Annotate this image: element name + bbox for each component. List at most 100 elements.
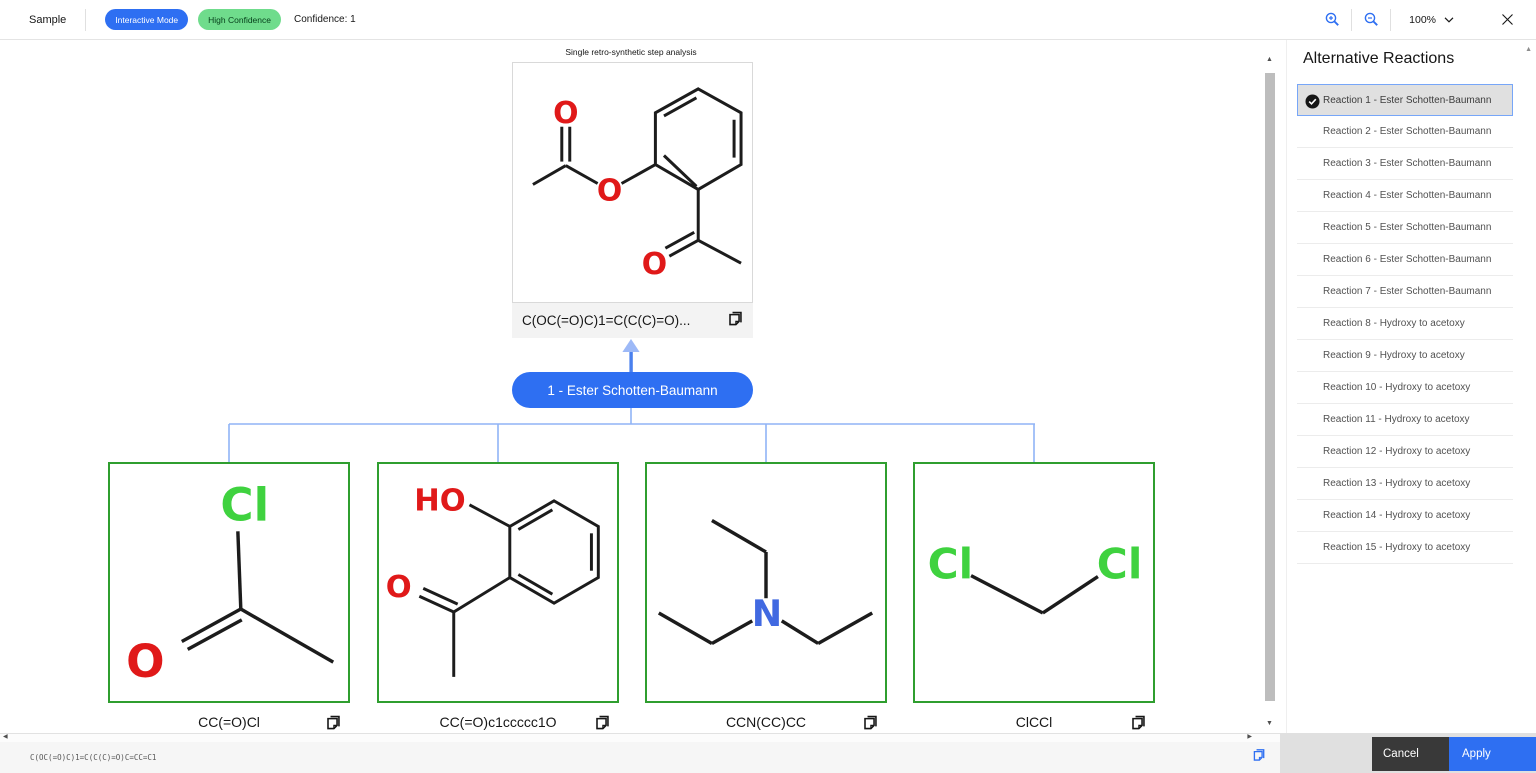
atom-label-oxygen: O (642, 247, 667, 282)
reaction-option-label: Reaction 11 - Hydroxy to acetoxy (1323, 414, 1470, 425)
reactant-smiles: ClCCl (1015, 714, 1053, 730)
divider (85, 8, 87, 31)
project-title: Sample (29, 13, 67, 26)
reactant-smiles-row: CC(=O)Cl (108, 709, 350, 735)
reactant-smiles-row: CC(=O)c1ccccc1O (377, 709, 619, 735)
reaction-option-14[interactable]: Reaction 14 - Hydroxy to acetoxy (1297, 500, 1513, 532)
reactant-molecule-3[interactable]: N (645, 462, 887, 703)
reaction-option-label: Reaction 13 - Hydroxy to acetoxy (1323, 478, 1471, 489)
canvas-vertical-scrollbar[interactable]: ▲ ▼ (1262, 40, 1278, 733)
reaction-option-6[interactable]: Reaction 6 - Ester Schotten-Baumann (1297, 244, 1513, 276)
copy-icon (729, 311, 742, 326)
reaction-option-label: Reaction 9 - Hydroxy to acetoxy (1323, 350, 1465, 361)
reaction-option-13[interactable]: Reaction 13 - Hydroxy to acetoxy (1297, 468, 1513, 500)
reaction-tree-connector (228, 408, 1035, 462)
reaction-option-label: Reaction 7 - Ester Schotten-Baumann (1323, 286, 1492, 297)
reaction-option-9[interactable]: Reaction 9 - Hydroxy to acetoxy (1297, 340, 1513, 372)
scroll-left-arrow-icon[interactable]: ◀ (3, 734, 8, 740)
retrosynthesis-canvas: Single retro-synthetic step analysis (0, 40, 1262, 733)
zoom-in-button[interactable] (1319, 7, 1345, 33)
reaction-option-label: Reaction 14 - Hydroxy to acetoxy (1323, 510, 1471, 521)
atom-label-oxygen: O (386, 570, 412, 605)
reactant-structure-drawing: N (657, 519, 874, 645)
copy-smiles-button[interactable] (1129, 712, 1149, 737)
product-molecule[interactable]: O O O (512, 62, 753, 303)
divider (1390, 8, 1392, 31)
reaction-option-15[interactable]: Reaction 15 - Hydroxy to acetoxy (1297, 532, 1513, 564)
scroll-down-arrow-icon[interactable]: ▼ (1266, 720, 1273, 727)
copy-icon (1253, 749, 1265, 761)
reaction-option-10[interactable]: Reaction 10 - Hydroxy to acetoxy (1297, 372, 1513, 404)
reaction-step-button[interactable]: 1 - Ester Schotten-Baumann (512, 372, 753, 408)
interactive-mode-badge[interactable]: Interactive Mode (105, 9, 189, 30)
reaction-option-2[interactable]: Reaction 2 - Ester Schotten-Baumann (1297, 116, 1513, 148)
atom-label-chlorine: Cl (220, 479, 269, 532)
reactant-structure-drawing: HO O (386, 484, 600, 677)
close-icon (1501, 14, 1513, 25)
reactant-molecule-2[interactable]: HO O (377, 462, 619, 703)
high-confidence-badge: High Confidence (198, 9, 281, 30)
atom-label-nitrogen: N (752, 592, 782, 635)
product-structure-drawing: O O O (532, 87, 743, 282)
reactant-smiles: CC(=O)Cl (198, 714, 260, 730)
copy-smiles-button[interactable] (726, 308, 746, 333)
reactant-molecule-4[interactable]: Cl Cl (913, 462, 1155, 703)
copy-target-smiles-button[interactable] (1251, 746, 1268, 768)
atom-label-chlorine: Cl (1097, 540, 1143, 589)
reaction-option-label: Reaction 6 - Ester Schotten-Baumann (1323, 254, 1492, 265)
reaction-option-8[interactable]: Reaction 8 - Hydroxy to acetoxy (1297, 308, 1513, 340)
retro-step-arrow-icon (622, 339, 640, 372)
reaction-option-7[interactable]: Reaction 7 - Ester Schotten-Baumann (1297, 276, 1513, 308)
copy-smiles-button[interactable] (324, 712, 344, 737)
zoom-level-select[interactable]: 100% (1409, 14, 1454, 26)
reaction-option-label: Reaction 8 - Hydroxy to acetoxy (1323, 318, 1465, 329)
reactant-smiles-row: ClCCl (913, 709, 1155, 735)
reaction-option-3[interactable]: Reaction 3 - Ester Schotten-Baumann (1297, 148, 1513, 180)
bottom-bar-actions-section: Cancel Apply (1280, 733, 1536, 773)
close-button[interactable] (1494, 7, 1520, 33)
reaction-option-5[interactable]: Reaction 5 - Ester Schotten-Baumann (1297, 212, 1513, 244)
bottom-bar: ◀ ▶ C(OC(=O)C)1=C(C(C)=O)C=CC=C1 Cancel … (0, 733, 1536, 773)
cancel-button[interactable]: Cancel (1372, 737, 1449, 771)
reaction-option-label: Reaction 1 - Ester Schotten-Baumann (1323, 94, 1492, 106)
reaction-option-1[interactable]: Reaction 1 - Ester Schotten-Baumann (1297, 84, 1513, 116)
target-smiles: C(OC(=O)C)1=C(C(C)=O)C=CC=C1 (30, 752, 157, 762)
reaction-list: Reaction 1 - Ester Schotten-Baumann Reac… (1297, 84, 1513, 564)
canvas-horizontal-scrollbar[interactable]: ◀ ▶ (0, 734, 1280, 742)
reaction-option-4[interactable]: Reaction 4 - Ester Schotten-Baumann (1297, 180, 1513, 212)
atom-label-chlorine: Cl (928, 540, 974, 589)
canvas-title: Single retro-synthetic step analysis (565, 47, 697, 57)
scroll-right-arrow-icon[interactable]: ▶ (1247, 734, 1252, 740)
zoom-out-button[interactable] (1358, 7, 1384, 33)
copy-smiles-button[interactable] (861, 712, 881, 737)
action-buttons: Cancel Apply (1372, 737, 1536, 771)
divider (1351, 8, 1353, 31)
reaction-option-12[interactable]: Reaction 12 - Hydroxy to acetoxy (1297, 436, 1513, 468)
reactant-smiles: CC(=O)c1ccccc1O (439, 714, 557, 730)
copy-icon (327, 715, 340, 730)
reaction-option-11[interactable]: Reaction 11 - Hydroxy to acetoxy (1297, 404, 1513, 436)
bottom-bar-canvas-section: ◀ ▶ C(OC(=O)C)1=C(C(C)=O)C=CC=C1 (0, 733, 1280, 773)
copy-icon (1132, 715, 1145, 730)
scrollbar-thumb[interactable] (1265, 73, 1275, 701)
zoom-out-icon (1364, 12, 1378, 26)
reactant-smiles-row: CCN(CC)CC (645, 709, 887, 735)
product-smiles: C(OC(=O)C)1=C(C(C)=O)... (522, 313, 691, 328)
sidebar-scroll-up-arrow-icon[interactable]: ▲ (1525, 46, 1532, 53)
apply-button[interactable]: Apply (1449, 737, 1536, 771)
copy-smiles-button[interactable] (593, 712, 613, 737)
chevron-down-icon (1444, 16, 1454, 23)
reaction-option-label: Reaction 2 - Ester Schotten-Baumann (1323, 126, 1492, 137)
reactant-molecule-1[interactable]: Cl O (108, 462, 350, 703)
product-smiles-bar: C(OC(=O)C)1=C(C(C)=O)... (512, 303, 753, 338)
reaction-option-label: Reaction 3 - Ester Schotten-Baumann (1323, 158, 1492, 169)
panel-title: Alternative Reactions (1303, 50, 1455, 67)
reactant-structure-drawing: Cl Cl (928, 540, 1143, 615)
product-card: O O O C(OC(=O)C)1=C(C(C)=O)... (512, 62, 753, 338)
reaction-option-label: Reaction 10 - Hydroxy to acetoxy (1323, 382, 1471, 393)
reaction-option-label: Reaction 5 - Ester Schotten-Baumann (1323, 222, 1492, 233)
top-bar-right: 100% (1319, 7, 1520, 33)
scroll-up-arrow-icon[interactable]: ▲ (1266, 56, 1273, 63)
copy-icon (864, 715, 877, 730)
